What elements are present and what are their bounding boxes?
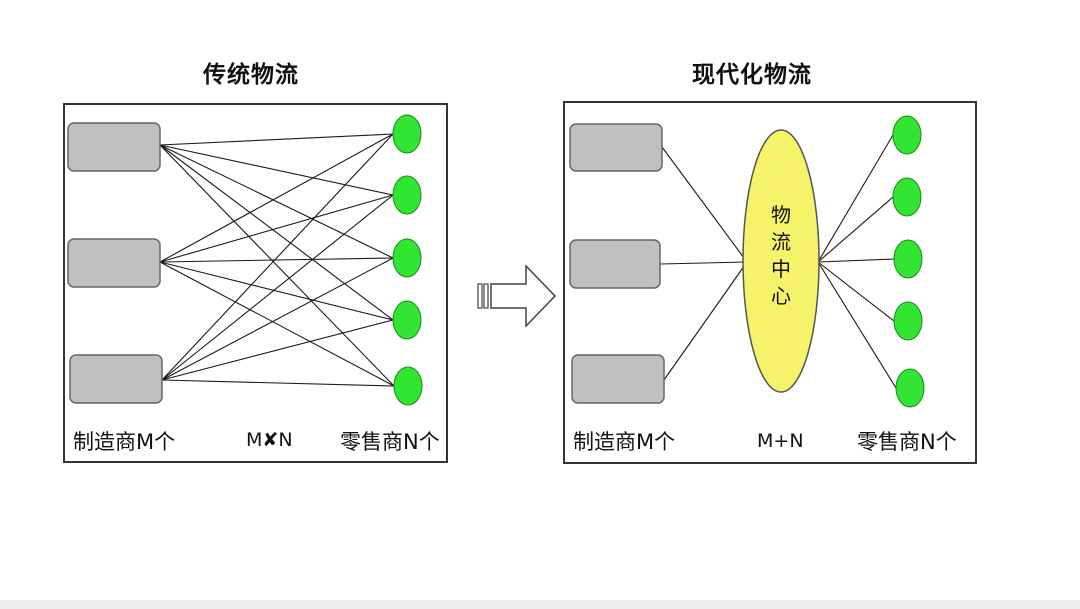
traditional-link-1-2 (159, 144, 394, 196)
modern-manufacturer-3 (571, 354, 665, 404)
logistics-hub (742, 129, 820, 393)
modern-retailer-1 (892, 115, 922, 155)
traditional-link-2-2 (159, 194, 394, 263)
traditional-retailer-4 (392, 300, 422, 340)
traditional-link-1-4 (159, 144, 394, 321)
traditional-link-3-1 (161, 133, 394, 381)
bottom-strip (0, 600, 1080, 609)
hub-label-char-3: 中 (771, 257, 791, 281)
traditional-link-3-2 (161, 194, 394, 381)
modern-retailer-2 (892, 177, 922, 217)
multiply-cross-icon: ✘ (262, 429, 279, 451)
traditional-retailer-2 (392, 175, 422, 215)
modern-retailer-5 (895, 368, 925, 408)
traditional-link-3-3 (161, 257, 394, 381)
traditional-retailer-3 (392, 238, 422, 278)
traditional-manufacturer-3 (69, 354, 163, 404)
hub-label-char-1: 物 (771, 203, 791, 227)
modern-manufacturer-2 (569, 239, 661, 289)
traditional-link-2-4 (159, 261, 394, 321)
traditional-formula: M✘N (246, 429, 293, 451)
traditional-manufacturer-2 (67, 238, 161, 288)
traditional-link-2-3 (159, 257, 394, 263)
transition-arrow-icon (477, 264, 557, 328)
modern-connections (659, 134, 897, 389)
modern-outbound-link-5 (817, 261, 897, 389)
hub-label-char-2: 流 (771, 230, 791, 254)
modern-formula: M+N (757, 430, 804, 452)
formula-m: M (246, 429, 263, 451)
modern-inbound-link-1 (661, 146, 748, 263)
traditional-retailer-1 (392, 114, 422, 154)
traditional-retailer-5 (393, 366, 423, 406)
traditional-link-2-5 (159, 261, 395, 387)
modern-inbound-link-2 (659, 261, 748, 265)
modern-retailer-3 (893, 239, 923, 279)
traditional-retailer-caption: 零售商N个 (340, 430, 440, 454)
modern-outbound-link-2 (817, 196, 894, 263)
hub-label-char-4: 心 (771, 284, 791, 308)
modern-manufacturer-caption: 制造商M个 (573, 430, 676, 454)
modern-outbound-link-1 (817, 134, 894, 263)
modern-outbound-link-3 (817, 258, 895, 263)
traditional-manufacturer-1 (67, 122, 161, 172)
traditional-link-1-3 (159, 144, 394, 259)
traditional-link-1-5 (159, 144, 395, 387)
modern-inbound-link-3 (663, 261, 748, 381)
traditional-link-2-1 (159, 133, 394, 263)
traditional-title: 传统物流 (203, 62, 299, 88)
modern-outbound-link-4 (817, 261, 895, 322)
traditional-link-1-1 (159, 133, 394, 146)
traditional-manufacturer-caption: 制造商M个 (73, 430, 176, 454)
modern-retailer-4 (893, 301, 923, 341)
traditional-link-3-4 (161, 319, 394, 381)
modern-manufacturer-1 (569, 123, 663, 172)
modern-retailer-caption: 零售商N个 (857, 430, 957, 454)
modern-title: 现代化物流 (692, 62, 812, 88)
formula-n: N (278, 429, 293, 451)
traditional-link-3-5 (161, 379, 395, 387)
traditional-connections (159, 133, 395, 387)
